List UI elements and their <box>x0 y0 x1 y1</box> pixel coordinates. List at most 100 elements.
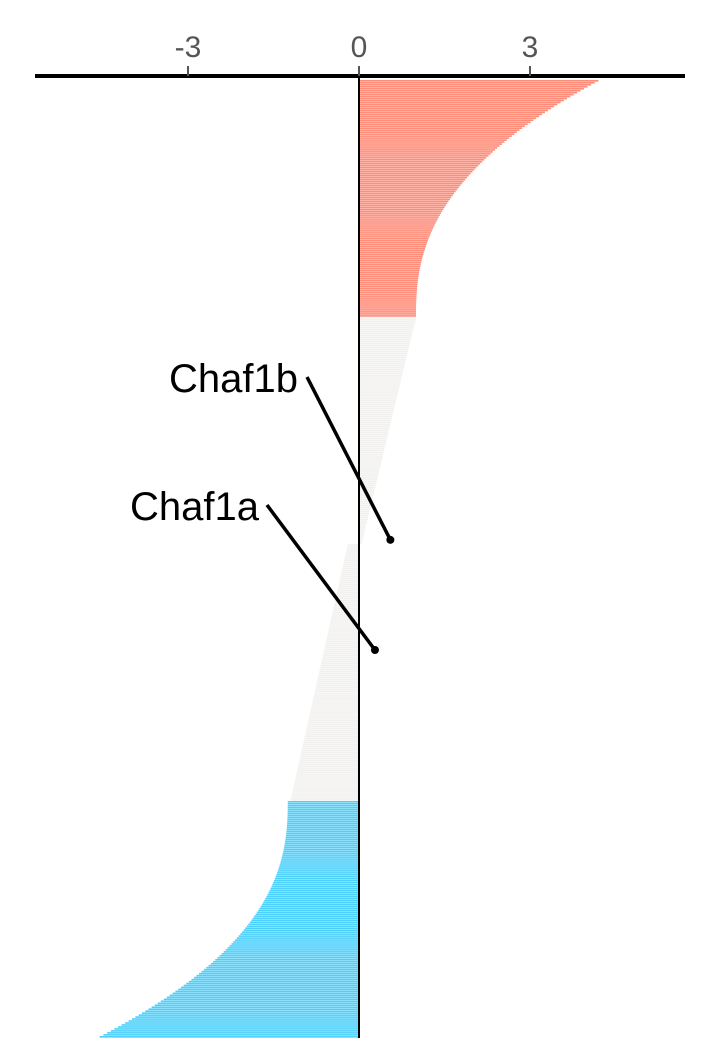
bar-down <box>278 868 359 870</box>
bar-neutral <box>359 475 378 477</box>
bar-up <box>359 81 595 84</box>
bar-neutral <box>318 674 359 677</box>
bar-down <box>255 913 359 916</box>
bar-up <box>359 208 444 211</box>
bar-down <box>154 1004 359 1007</box>
bar-down <box>279 864 359 866</box>
bar-neutral <box>306 725 359 728</box>
x-tick-label: -3 <box>175 31 202 64</box>
bar-neutral <box>337 587 359 590</box>
bar-neutral <box>304 735 359 738</box>
bar-neutral <box>359 433 388 436</box>
bar-down <box>118 1026 359 1028</box>
annotation-point <box>386 535 395 544</box>
bar-neutral <box>359 455 383 457</box>
bar-up <box>359 182 462 185</box>
bar-neutral <box>359 366 405 369</box>
bar-down <box>238 935 359 937</box>
bar-neutral <box>347 544 359 546</box>
bar-neutral <box>295 777 359 779</box>
bar-neutral <box>345 552 359 554</box>
bar-down <box>183 984 359 987</box>
bar-neutral <box>314 690 359 692</box>
bar-up <box>359 107 552 110</box>
bar-neutral <box>359 447 385 450</box>
bar-neutral <box>359 482 377 485</box>
bar-neutral <box>340 573 359 576</box>
bar-neutral <box>315 688 359 691</box>
bar-neutral <box>359 441 387 444</box>
bar-up <box>359 87 585 90</box>
annotation-leader-line <box>305 376 392 541</box>
bar-up <box>359 89 581 92</box>
bar-neutral <box>359 540 363 542</box>
bar-neutral <box>333 605 359 608</box>
bar-up <box>359 261 422 264</box>
bar-up <box>359 170 473 173</box>
bar-neutral <box>359 380 401 382</box>
bar-neutral <box>359 502 372 505</box>
bar-neutral <box>359 330 413 333</box>
bar-down <box>194 976 359 979</box>
bar-up <box>359 202 448 205</box>
bar-up <box>359 313 416 315</box>
bar-neutral <box>359 512 369 515</box>
annotation-label: Chaf1b <box>169 357 298 401</box>
bar-up <box>359 311 417 313</box>
bar-neutral <box>322 654 359 657</box>
bar-neutral <box>359 516 369 519</box>
bar-up <box>359 253 424 256</box>
bar-neutral <box>359 518 368 521</box>
bar-down <box>285 840 359 843</box>
bar-neutral <box>359 403 396 406</box>
bar-neutral <box>291 793 359 795</box>
bar-neutral <box>328 631 359 633</box>
bar-up <box>359 119 534 122</box>
bar-down <box>235 939 359 941</box>
bar-neutral <box>359 486 376 489</box>
bar-down <box>286 826 359 829</box>
bar-up <box>359 194 453 197</box>
bar-neutral <box>337 591 359 594</box>
bar-neutral <box>359 374 403 376</box>
bar-neutral <box>359 479 378 481</box>
bar-neutral <box>319 668 359 671</box>
bar-neutral <box>359 348 409 351</box>
bar-down <box>264 899 359 902</box>
bar-neutral <box>299 761 359 764</box>
bar-down <box>236 937 359 939</box>
bar-neutral <box>359 429 389 432</box>
bar-neutral <box>302 747 359 750</box>
bar-up <box>359 269 420 272</box>
bar-down <box>121 1024 359 1026</box>
bar-neutral <box>327 633 359 635</box>
bar-up <box>359 255 423 258</box>
bars-group <box>99 80 599 1038</box>
bar-down <box>215 958 359 961</box>
bar-down <box>287 822 359 825</box>
bar-down <box>277 870 359 872</box>
bar-neutral <box>359 398 397 400</box>
bar-neutral <box>319 670 359 673</box>
bar-neutral <box>359 362 406 365</box>
bar-down <box>265 897 359 900</box>
bar-neutral <box>292 791 359 793</box>
bar-down <box>287 818 359 821</box>
bar-neutral <box>308 718 359 720</box>
bar-neutral <box>297 767 359 770</box>
bar-neutral <box>359 346 409 349</box>
bar-neutral <box>359 407 395 410</box>
bar-neutral <box>359 500 372 503</box>
bar-down <box>151 1006 359 1009</box>
bar-down <box>180 986 359 989</box>
bar-neutral <box>328 629 359 631</box>
bar-neutral <box>300 755 359 758</box>
bar-neutral <box>325 642 359 645</box>
bar-down <box>208 964 359 967</box>
bar-neutral <box>359 358 407 361</box>
bar-down <box>243 929 359 931</box>
bar-up <box>359 277 419 280</box>
bar-neutral <box>359 439 387 442</box>
